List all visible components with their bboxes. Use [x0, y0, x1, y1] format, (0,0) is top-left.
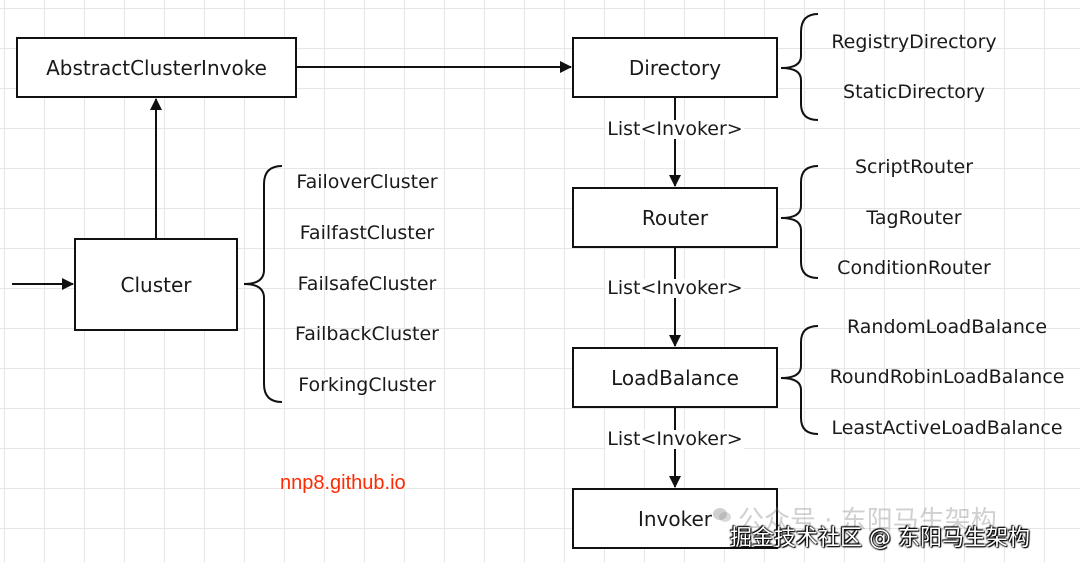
abstract-cluster-invoke-box: AbstractClusterInvoke	[16, 37, 297, 98]
cluster-impl-item: FailoverCluster	[296, 171, 438, 193]
loadbalance-impl-item: RoundRobinLoadBalance	[829, 366, 1065, 388]
watermark-main: 掘金技术社区 @ 东阳马生架构	[730, 526, 1030, 551]
loadbalance-impl-item: RandomLoadBalance	[846, 316, 1048, 338]
directory-label: Directory	[628, 55, 722, 80]
loadbalance-impl-item: LeastActiveLoadBalance	[831, 417, 1063, 439]
router-impl-item: ConditionRouter	[837, 257, 991, 279]
directory-impl-item: RegistryDirectory	[831, 31, 997, 53]
edge-label-directory-router: List<Invoker>	[605, 118, 745, 140]
edge-label-router-loadbalance: List<Invoker>	[605, 277, 745, 299]
cluster-impl-item: FailbackCluster	[295, 323, 439, 345]
directory-brace	[780, 13, 819, 121]
directory-box: Directory	[572, 37, 778, 98]
cluster-brace	[243, 165, 283, 403]
cluster-box: Cluster	[74, 238, 238, 331]
router-box: Router	[572, 187, 778, 248]
cluster-impl-item: ForkingCluster	[298, 374, 436, 396]
directory-impl-item: StaticDirectory	[843, 81, 985, 103]
loadbalance-brace	[780, 325, 819, 435]
loadbalance-label: LoadBalance	[611, 365, 739, 390]
router-impl-item: TagRouter	[866, 207, 962, 229]
invoker-box: Invoker	[572, 488, 778, 549]
router-brace	[780, 165, 819, 279]
loadbalance-box: LoadBalance	[572, 347, 778, 408]
cluster-impl-item: FailsafeCluster	[297, 273, 437, 295]
abstract-cluster-invoke-label: AbstractClusterInvoke	[46, 55, 267, 80]
router-impl-item: ScriptRouter	[854, 156, 974, 178]
site-url: nnp8.github.io	[280, 472, 406, 494]
wechat-icon	[713, 508, 731, 522]
router-label: Router	[641, 205, 709, 230]
invoker-label: Invoker	[637, 506, 713, 531]
cluster-label: Cluster	[120, 272, 192, 297]
watermark-faint: 公众号 · 东阳马生架构	[738, 506, 997, 536]
cluster-impl-item: FailfastCluster	[299, 222, 435, 244]
edge-label-loadbalance-invoker: List<Invoker>	[605, 428, 745, 450]
